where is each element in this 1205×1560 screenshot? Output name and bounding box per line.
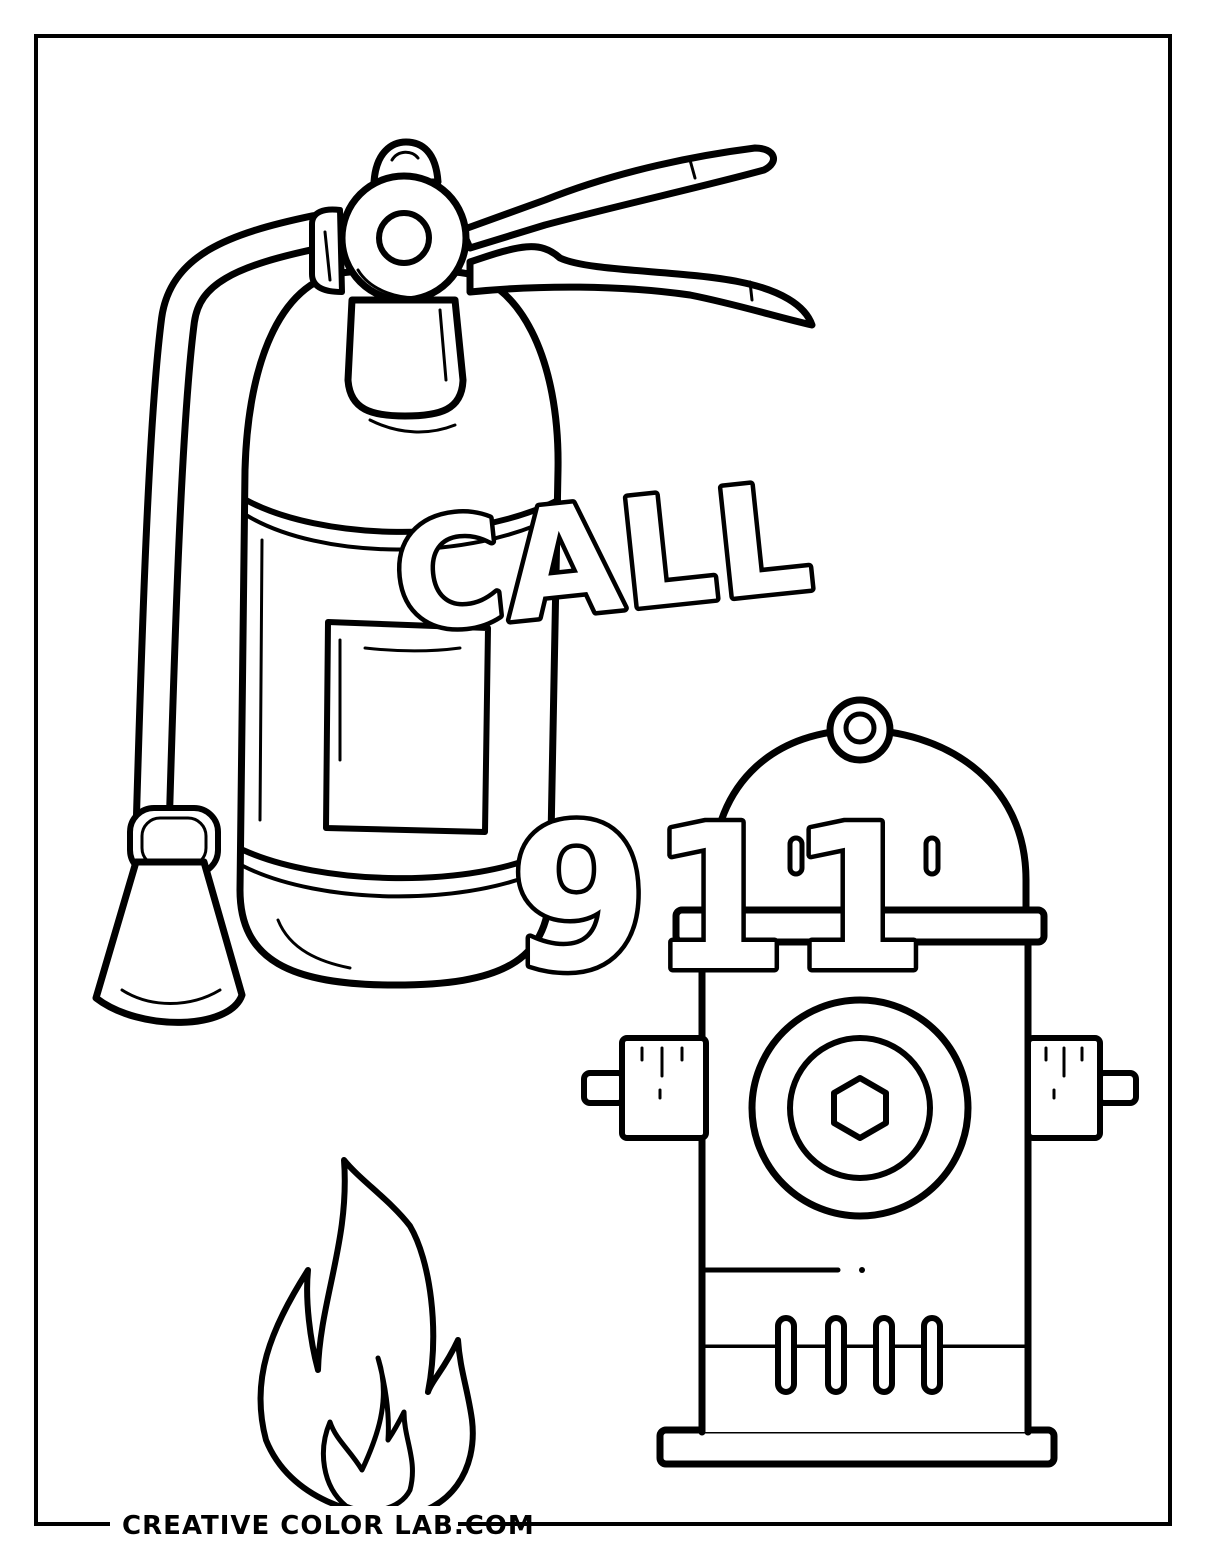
fire-extinguisher-icon <box>92 138 816 1026</box>
call-word: CALL <box>386 451 819 668</box>
credit-text: CREATIVE COLOR LAB.COM <box>122 1511 535 1541</box>
page-border <box>34 34 1172 1526</box>
footer-gap <box>110 1506 458 1542</box>
emergency-number: 911 <box>510 783 927 1016</box>
flame-icon <box>257 1157 476 1520</box>
fire-hydrant-icon <box>581 696 1139 1468</box>
